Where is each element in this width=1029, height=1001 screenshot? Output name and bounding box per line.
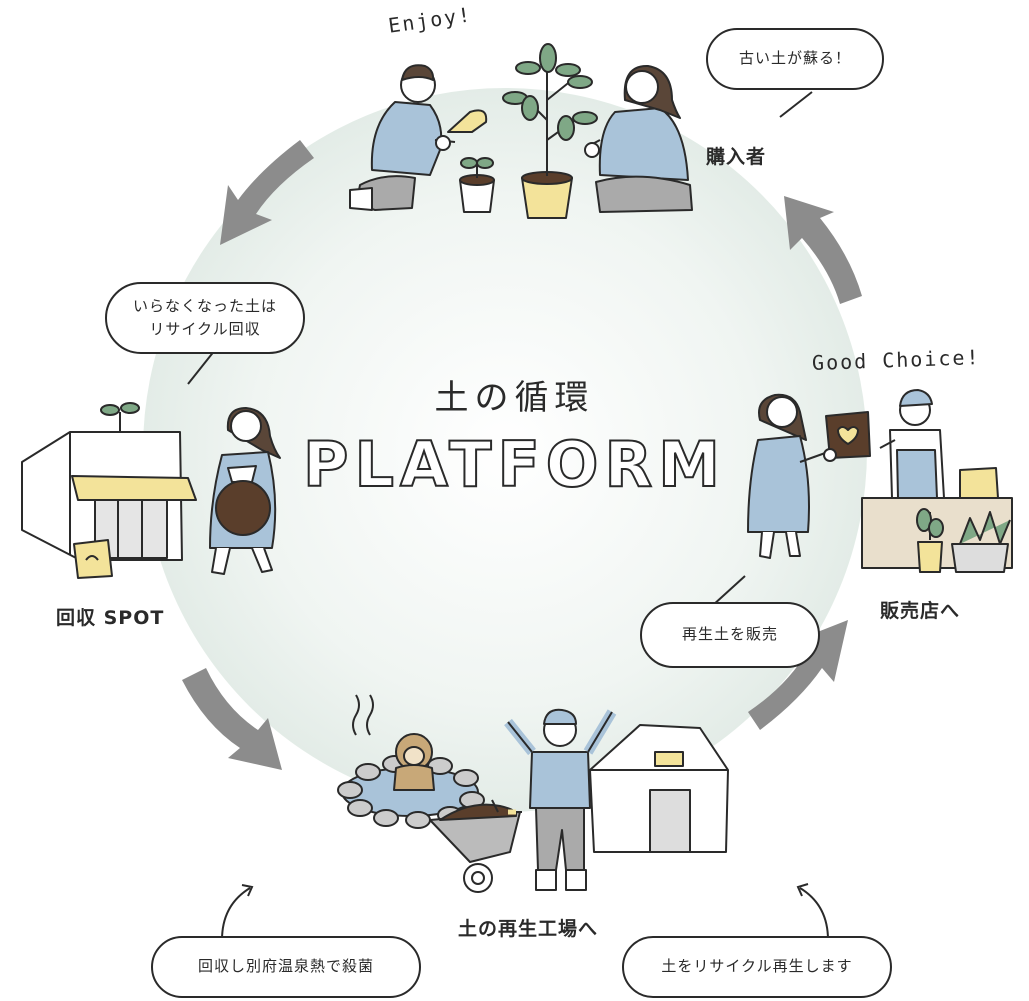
person-icon [584,64,693,213]
center-title: 土の循環 [434,378,595,418]
bubble-collect-line1: いらなくなった土は [132,296,277,315]
person-icon [879,389,945,499]
buyer-illustration [349,43,693,219]
person-icon [747,393,837,559]
person-icon [349,64,456,211]
clockwise-arrow-icon [182,668,282,770]
station-buyer-label: 購入者 [706,146,767,168]
bubble-recycle-text: 土をリサイクル再生します [661,957,853,976]
collection-illustration [21,402,281,579]
plant-icon [459,157,495,213]
bubble-collect: いらなくなった土は リサイクル回収 [105,282,305,354]
platform-title: PLATFORM [302,427,726,502]
person-icon [209,407,281,575]
clockwise-arrow-icon [220,140,314,245]
clockwise-arrow-icon [784,196,862,304]
shop-counter-icon [861,467,1013,573]
bubble-revive: 古い土が蘇る！ [706,28,884,90]
wheelbarrow-icon [429,799,522,893]
greenhouse-icon [589,724,729,853]
shop-illustration [747,389,1013,573]
station-shop-label: 販売店へ [880,600,961,622]
bubble-collect-line2: リサイクル回収 [149,320,261,338]
bubble-revive-text: 古い土が蘇る！ [738,49,851,68]
station-spot-label: 回収 SPOT [56,607,165,629]
person-icon [504,708,617,891]
bubble-tails [187,91,829,941]
plant-icon [502,43,598,219]
factory-illustration [337,694,729,893]
bubble-sterilize: 回収し別府温泉熱で殺菌 [151,936,421,998]
station-factory-label: 土の再生工場へ [458,918,599,940]
bubble-recycle: 土をリサイクル再生します [622,936,892,998]
monkey-icon [393,733,435,791]
bubble-sell-text: 再生土を販売 [681,625,778,644]
bubble-sell: 再生土を販売 [640,602,820,668]
clockwise-arrow-icon [748,620,848,730]
collection-stand-icon [21,402,197,579]
bubble-sterilize-text: 回収し別府温泉熱で殺菌 [197,957,374,976]
